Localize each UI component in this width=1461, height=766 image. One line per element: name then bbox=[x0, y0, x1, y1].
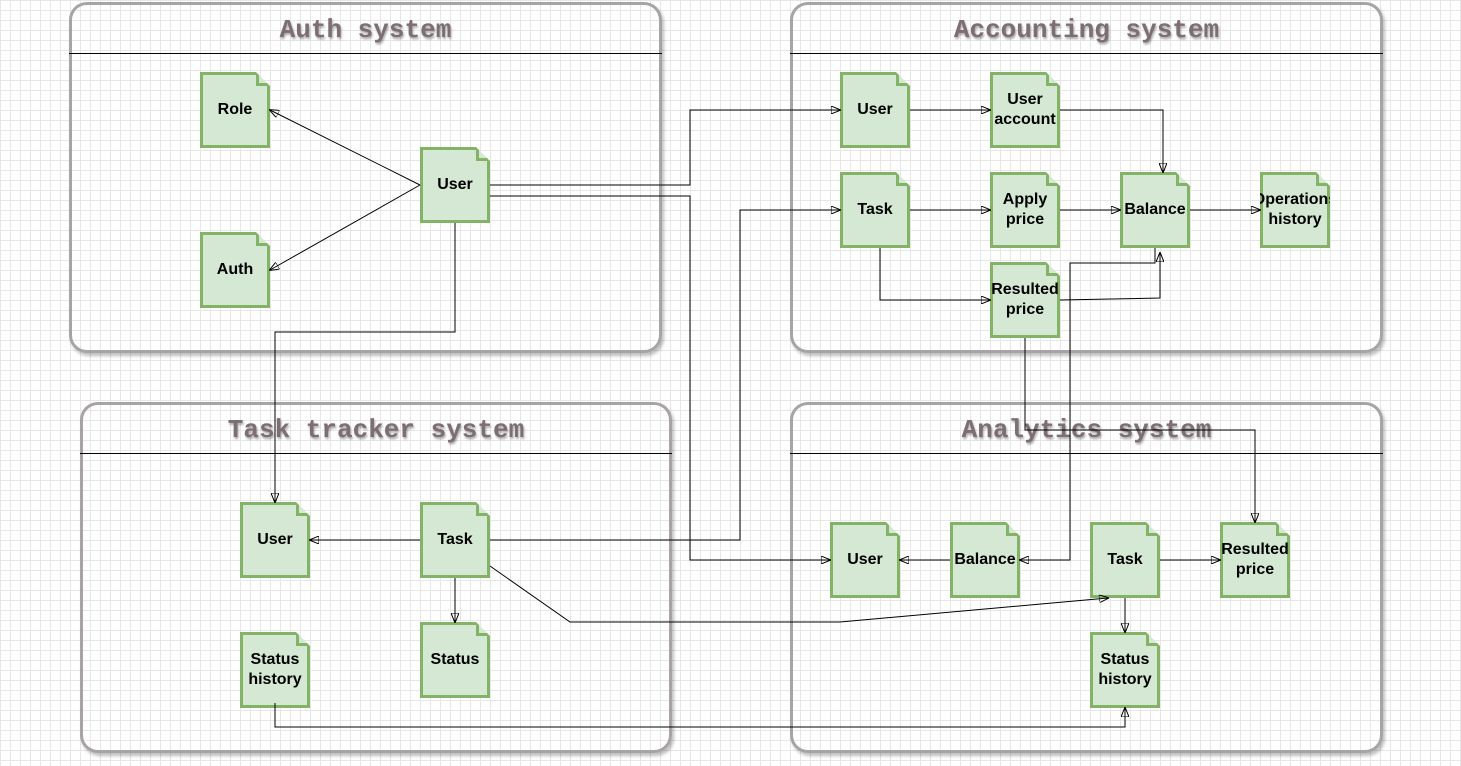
node-label: Status bbox=[430, 651, 480, 668]
task-tracker-system-divider bbox=[80, 453, 672, 454]
node-label: User bbox=[437, 176, 473, 193]
task-tracker-system-title: Task tracker system bbox=[227, 415, 525, 445]
acc-user-account-node[interactable]: User account bbox=[990, 72, 1060, 148]
task-tracker-system-group: Task tracker system bbox=[80, 402, 672, 753]
tt-task-node[interactable]: Task bbox=[420, 502, 490, 578]
accounting-system-divider bbox=[790, 53, 1383, 54]
analytics-system-title: Analytics system bbox=[961, 415, 1212, 445]
node-label: Resulted price bbox=[991, 281, 1059, 318]
tt-status-node[interactable]: Status bbox=[420, 622, 490, 698]
node-label: Role bbox=[217, 101, 253, 118]
acc-balance-node[interactable]: Balance bbox=[1120, 172, 1190, 248]
node-label: Task bbox=[1107, 551, 1143, 568]
node-label: Apply price bbox=[1002, 191, 1048, 228]
node-label: User bbox=[857, 101, 893, 118]
analytics-system-divider bbox=[790, 453, 1383, 454]
auth-system-divider bbox=[69, 53, 662, 54]
node-label: Auth bbox=[216, 261, 254, 278]
node-label: User account bbox=[994, 91, 1056, 128]
auth-system-title: Auth system bbox=[279, 15, 452, 45]
acc-resulted-price-node[interactable]: Resulted price bbox=[990, 262, 1060, 338]
tt-user-node[interactable]: User bbox=[240, 502, 310, 578]
node-label: User bbox=[847, 551, 883, 568]
tt-status-history-node[interactable]: Status history bbox=[240, 632, 310, 708]
an-status-history-node[interactable]: Status history bbox=[1090, 632, 1160, 708]
an-balance-node[interactable]: Balance bbox=[950, 522, 1020, 598]
node-label: Balance bbox=[954, 551, 1016, 568]
acc-user-node[interactable]: User bbox=[840, 72, 910, 148]
an-resulted-price-node[interactable]: Resulted price bbox=[1220, 522, 1290, 598]
acc-apply-price-node[interactable]: Apply price bbox=[990, 172, 1060, 248]
node-label: Status history bbox=[248, 651, 302, 688]
auth-user-node[interactable]: User bbox=[420, 147, 490, 223]
node-label: Task bbox=[857, 201, 893, 218]
node-label: Balance bbox=[1124, 201, 1186, 218]
auth-system-group: Auth system bbox=[69, 2, 662, 353]
node-label: Status history bbox=[1098, 651, 1152, 688]
an-task-node[interactable]: Task bbox=[1090, 522, 1160, 598]
node-label: User bbox=[257, 531, 293, 548]
an-user-node[interactable]: User bbox=[830, 522, 900, 598]
acc-operations-history-node[interactable]: Operations history bbox=[1260, 172, 1330, 248]
node-label: Resulted price bbox=[1221, 541, 1289, 578]
accounting-system-title: Accounting system bbox=[953, 15, 1220, 45]
auth-auth-node[interactable]: Auth bbox=[200, 232, 270, 308]
node-label: Task bbox=[437, 531, 473, 548]
node-label: Operations history bbox=[1252, 191, 1338, 228]
auth-role-node[interactable]: Role bbox=[200, 72, 270, 148]
acc-task-node[interactable]: Task bbox=[840, 172, 910, 248]
